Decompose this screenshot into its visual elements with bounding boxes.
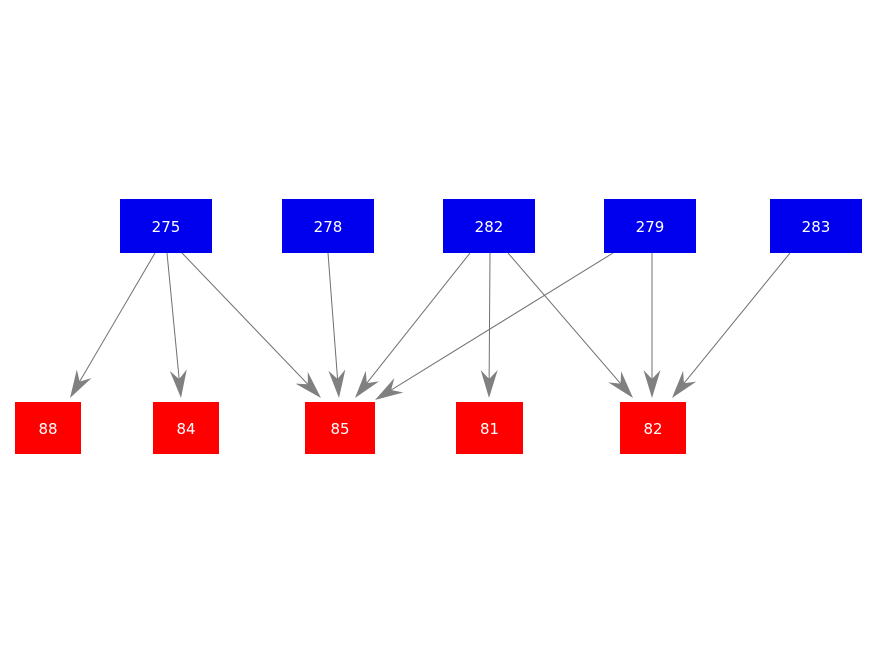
edge-275-to-85 (181, 252, 321, 398)
node-label: 282 (475, 218, 504, 236)
edge-282-to-85 (355, 252, 471, 398)
edge-275-to-84 (166, 252, 187, 398)
edge-line (166, 252, 181, 386)
arrow-head (328, 369, 346, 398)
arrow-head (608, 371, 633, 398)
node-box-targets[interactable] (456, 402, 523, 454)
node-label: 283 (802, 218, 831, 236)
edge-275-to-88 (70, 252, 156, 398)
node-label: 88 (38, 420, 57, 438)
node-282[interactable]: 282 (443, 199, 535, 253)
node-278[interactable]: 278 (282, 199, 374, 253)
edge-278-to-85 (327, 252, 346, 398)
node-88[interactable]: 88 (15, 402, 81, 454)
node-box-targets[interactable] (15, 402, 81, 454)
node-275[interactable]: 275 (120, 199, 212, 253)
edge-279-to-82 (643, 253, 661, 398)
edge-line (75, 252, 156, 388)
node-85[interactable]: 85 (305, 402, 375, 454)
node-279[interactable]: 279 (604, 199, 696, 253)
edge-283-to-82 (672, 252, 791, 398)
node-label: 279 (636, 218, 665, 236)
node-label: 82 (643, 420, 662, 438)
edge-line (385, 252, 614, 394)
node-box-targets[interactable] (153, 402, 219, 454)
node-81[interactable]: 81 (456, 402, 523, 454)
node-label: 81 (480, 420, 499, 438)
node-box-sources[interactable] (604, 199, 696, 253)
arrow-head (480, 369, 498, 398)
node-box-sources[interactable] (120, 199, 212, 253)
arrow-head (375, 378, 404, 400)
edge-line (362, 252, 471, 389)
node-box-targets[interactable] (305, 402, 375, 454)
node-box-sources[interactable] (282, 199, 374, 253)
edge-282-to-82 (507, 252, 633, 398)
edge-line (507, 252, 626, 389)
node-box-sources[interactable] (770, 199, 862, 253)
edge-line (327, 252, 339, 386)
edge-line (181, 252, 313, 390)
arrow-head (295, 371, 321, 398)
edge-line (679, 252, 791, 389)
arrow-head (672, 370, 697, 398)
node-box-sources[interactable] (443, 199, 535, 253)
node-label: 275 (152, 218, 181, 236)
arrow-head (355, 370, 380, 398)
edge-layer (70, 252, 791, 400)
edge-line (488, 252, 491, 386)
node-label: 84 (176, 420, 195, 438)
node-84[interactable]: 84 (153, 402, 219, 454)
arrow-head (643, 370, 661, 398)
node-283[interactable]: 283 (770, 199, 862, 253)
node-82[interactable]: 82 (620, 402, 686, 454)
node-label: 278 (314, 218, 343, 236)
node-box-targets[interactable] (620, 402, 686, 454)
edge-279-to-85 (375, 252, 614, 400)
node-layer: 275 278 282 279 283 88 84 85 81 82 (15, 199, 862, 454)
arrow-head (70, 369, 92, 398)
edge-282-to-81 (480, 252, 498, 398)
arrow-head (169, 369, 187, 398)
node-label: 85 (330, 420, 349, 438)
